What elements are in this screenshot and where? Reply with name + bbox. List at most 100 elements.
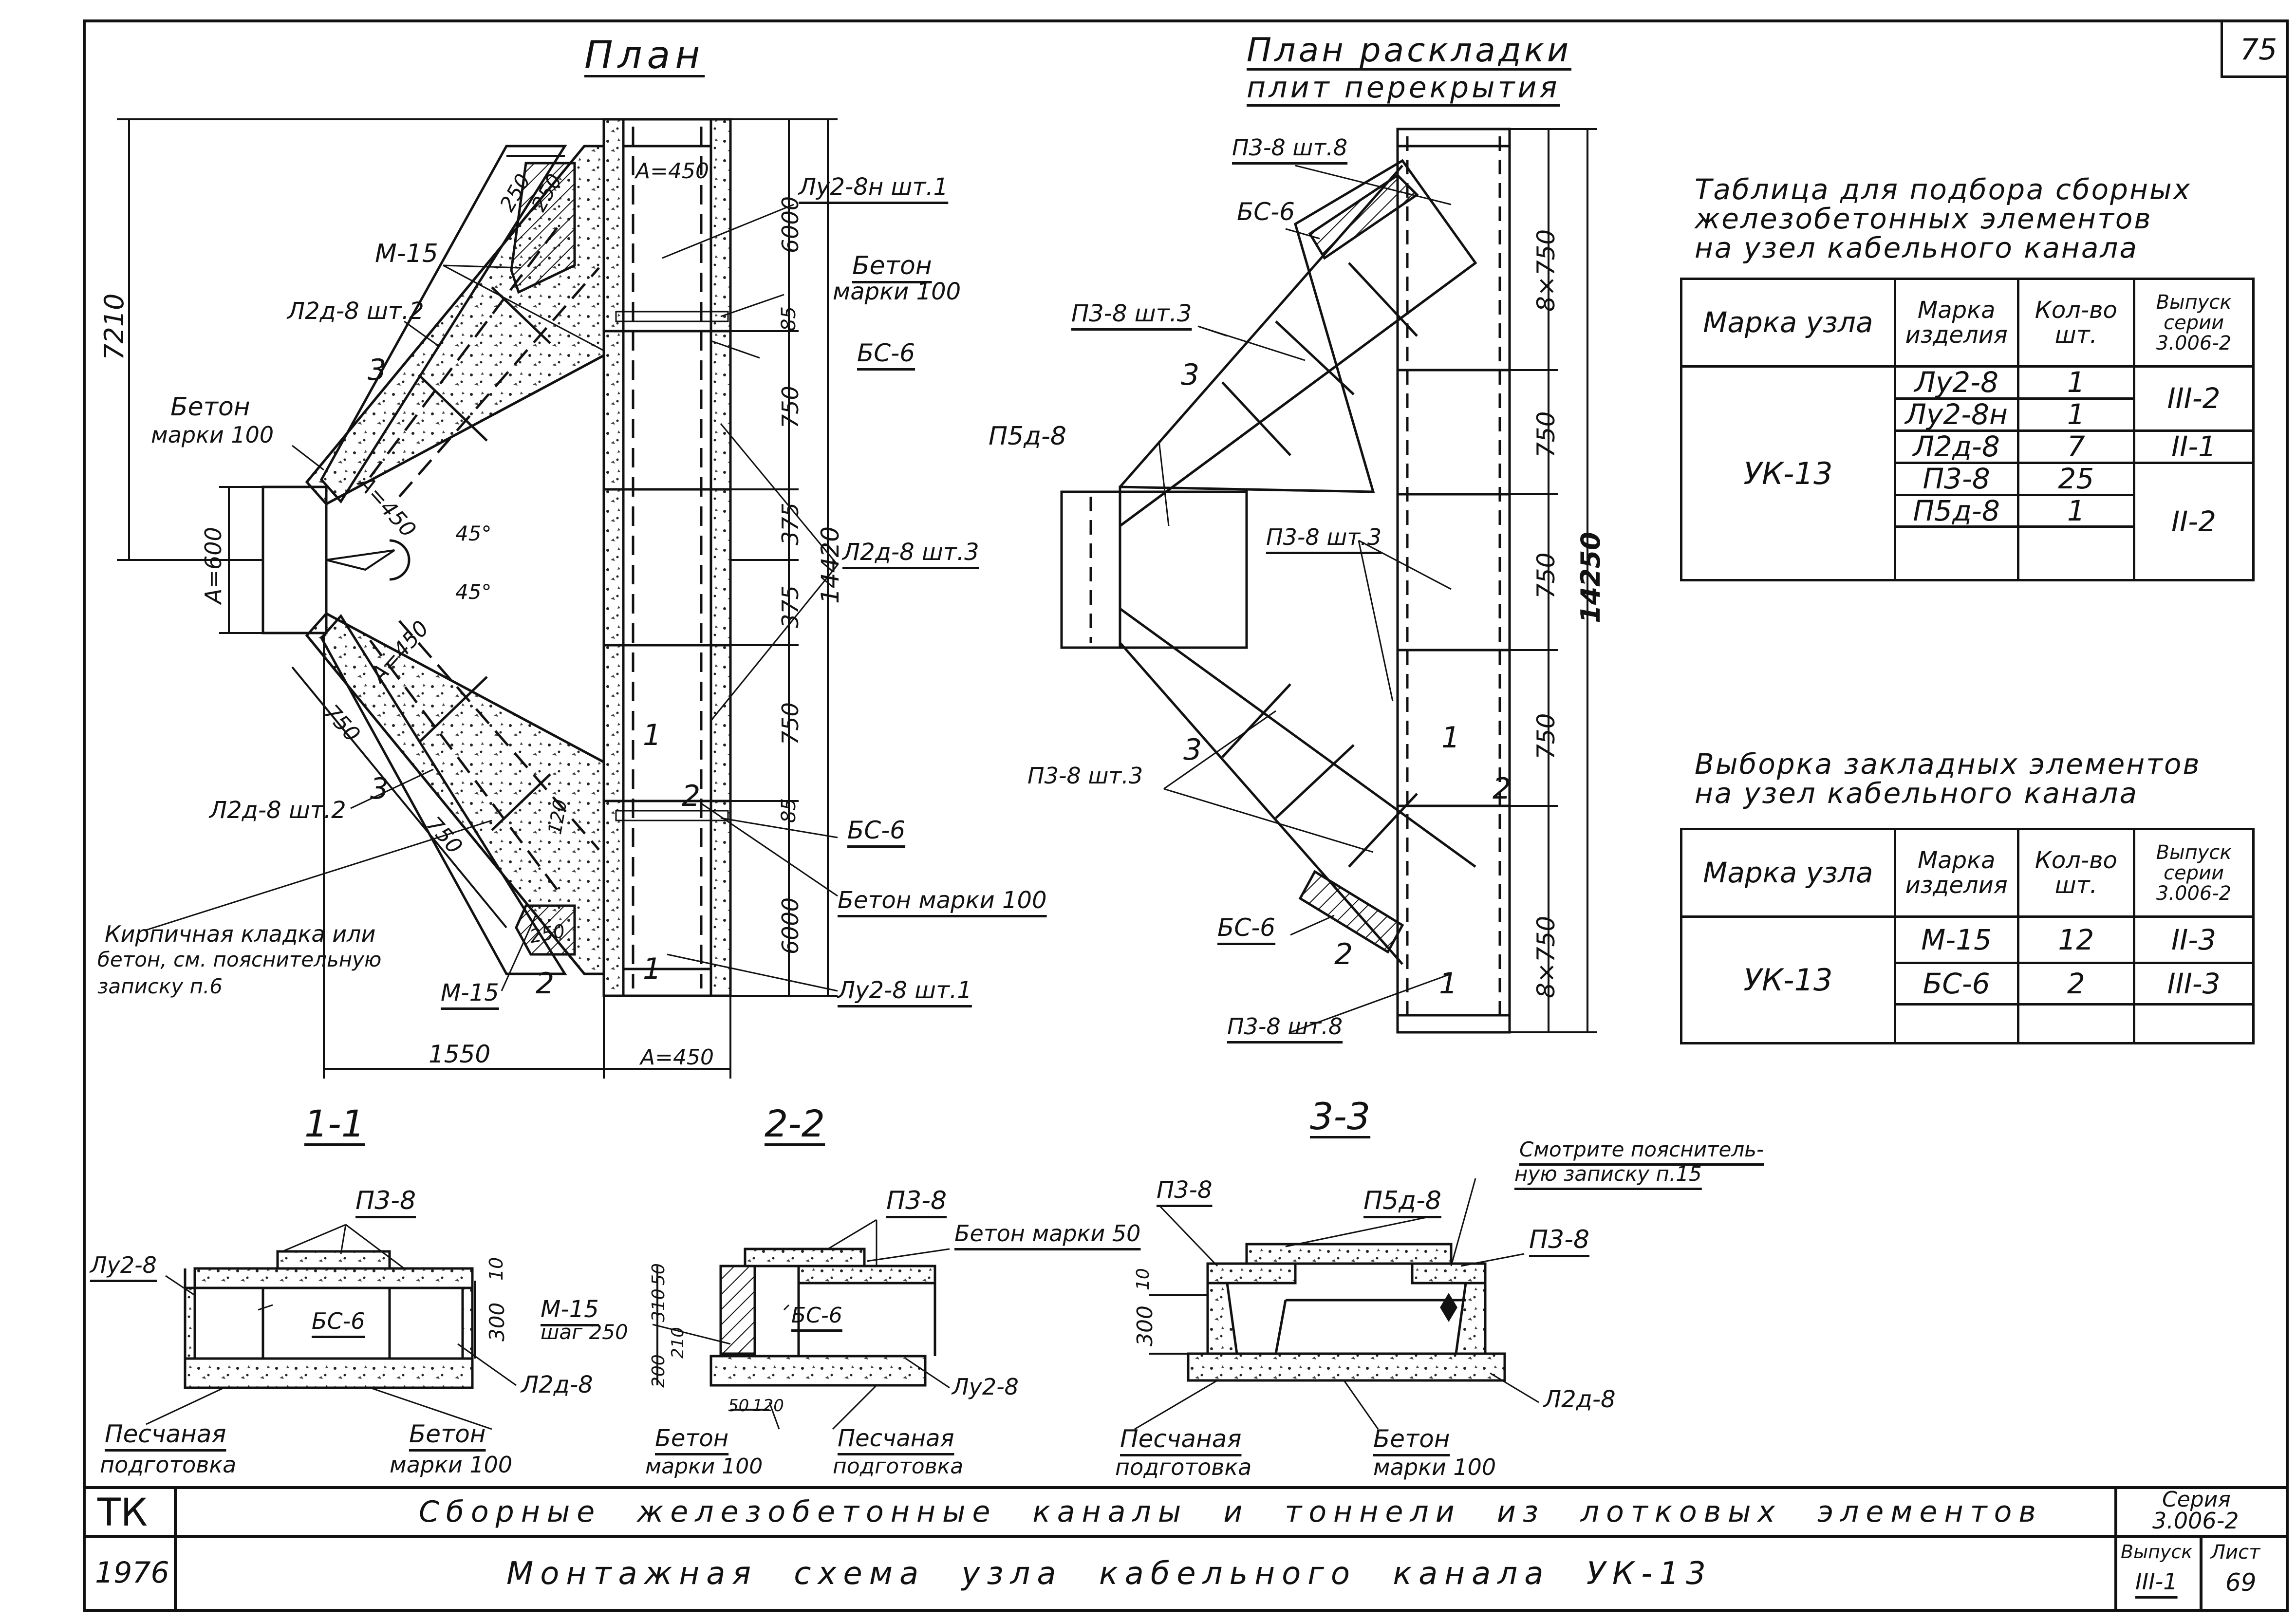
section-3-3-dim-10: 10 [1133,1268,1153,1290]
table1-item-3: П3-8 [1893,461,2019,496]
plan-label-kirp-1: Кирпичная кладка или [105,921,376,947]
section-1-1-sand-2: подготовка [100,1452,237,1478]
plan-dim-a450-top: A=450 [635,159,709,184]
table2-title-2: на узел кабельного канала [1695,777,2138,810]
plan-dim-6000-top: 6000 [777,196,803,253]
plan-label-beton-left-2: марки 100 [151,422,274,448]
layout-label-p38-3a: П3-8 шт.3 [1071,300,1192,327]
section-3-3-p38-right: П3-8 [1529,1225,1590,1254]
layout-label-p38-3c: П3-8 шт.3 [1027,763,1143,789]
section-2-2-dim-210: 210 [668,1327,688,1359]
title-block-sheet-value: 69 [2225,1568,2257,1597]
layout-main-channel [1396,128,1511,1034]
section-3-3-dim-300: 300 [1133,1305,1157,1346]
table1-title-3: на узел кабельного канала [1695,231,2138,264]
section-1-1-drawing [184,1250,476,1389]
section-2-2-dim-200: 200 [649,1354,669,1388]
table1-header-node: Марка узла [1680,278,1896,368]
table1-title-2: железобетонных элементов [1695,202,2152,235]
section-3-3-p5d8: П5д-8 [1363,1186,1441,1215]
sheet-number-box [2221,19,2289,78]
layout-label-bs6-top: БС-6 [1237,198,1295,226]
table2-empty-item [1893,1003,2019,1044]
table2-qty-1: 2 [2016,962,2136,1006]
layout-section-mark-3a: 3 [1181,358,1200,392]
table1-empty-item [1893,525,2019,582]
table1-issue-0: III-2 [2133,365,2255,432]
layout-dimensions [1510,128,1597,1033]
table2-issue-0: II-3 [2133,915,2255,964]
plan-section-mark-3b: 3 [370,772,389,806]
drawing-frame [83,19,2289,1612]
plan-label-beton-right-1: Бетон [852,251,932,280]
plan-dim-a600: A=600 [200,527,226,604]
layout-lower-branch [1119,607,1476,965]
title-block-issue-label: Выпуск [2121,1541,2193,1563]
section-1-1-lu28: Лу2-8 [90,1252,157,1278]
table1-qty-0: 1 [2016,365,2136,400]
table2-item-0: М-15 [1893,915,2019,964]
title-block-line1: Сборные железобетонные каналы и тоннели … [419,1495,2043,1529]
section-3-3-p38-left: П3-8 [1157,1176,1213,1204]
table2-empty-issue [2133,1003,2255,1044]
table1-qty-4: 1 [2016,493,2136,528]
plan-label-lu2-8n: Лу2-8н шт.1 [799,173,949,201]
plan-dim-120: 120 [544,798,571,837]
table1-item-4: П5д-8 [1893,493,2019,528]
plan-label-m15-bot: М-15 [441,979,499,1006]
layout-label-p38-bot: П3-8 шт.8 [1227,1013,1343,1040]
layout-dim-750-3: 750 [1532,713,1560,760]
title-block-tk: ТК [97,1491,148,1535]
title-block-sheet-label: Лист [2211,1541,2260,1564]
table1-item-1: Лу2-8н [1893,397,2019,432]
plan-dim-85-bot: 85 [778,798,800,823]
plan-title: План [584,34,705,77]
section-3-3-sand-2: подготовка [1115,1454,1252,1480]
section-2-2-dim-120: 120 [752,1396,784,1416]
plan-dim-a450-bot: A=450 [640,1045,714,1070]
section-2-2-dim-50b: 50 [728,1396,749,1416]
layout-label-p38-3b: П3-8 шт.3 [1266,524,1382,550]
layout-section-mark-3b: 3 [1183,733,1202,767]
plan-upper-branch [305,145,605,506]
table1-qty-2: 7 [2016,429,2136,464]
plan-angle-2: 45° [455,580,492,604]
title-block-line2: Монтажная схема узла кабельного канала У… [506,1556,1713,1592]
layout-label-p38-top: П3-8 шт.8 [1232,134,1348,161]
section-3-3-beton-1: Бетон [1373,1425,1450,1453]
section-1-1-beton-2: марки 100 [390,1452,513,1478]
plan-label-lu2-8: Лу2-8 шт.1 [838,977,972,1004]
plan-section-mark-2a: 2 [682,779,701,813]
layout-upper-branch [1119,159,1477,528]
table1-header-item: Марка изделия [1893,278,2019,368]
section-2-2-lu28: Лу2-8 [952,1374,1019,1400]
section-1-1-title: 1-1 [304,1102,365,1145]
plan-label-beton-m100-bot: Бетон марки 100 [838,887,1047,914]
plan-label-l2d8-right: Л2д-8 шт.3 [842,539,979,566]
table1-empty-qty [2016,525,2136,582]
plan-section-mark-1b: 1 [643,952,662,986]
section-2-2-dim-310: 310 [649,1288,669,1322]
layout-dim-8x750-top: 8×750 [1532,229,1560,312]
section-2-2-beton-2: марки 100 [645,1454,763,1479]
layout-plan-title-2: плит перекрытия [1247,71,1560,105]
table1-qty-3: 25 [2016,461,2136,496]
layout-label-p5d8: П5д-8 [989,422,1066,451]
table2-header-item: Марка изделия [1893,828,2019,918]
plan-label-bs6-bot: БС-6 [847,816,906,844]
section-2-2-beton50: Бетон марки 50 [954,1220,1141,1247]
table1-node: УК-13 [1680,365,1896,582]
plan-section-mark-3a: 3 [368,353,387,387]
plan-label-beton-right-2: марки 100 [833,278,961,305]
plan-angle-1: 45° [455,522,492,545]
section-2-2-sand-1: Песчаная [838,1425,954,1452]
layout-label-bs6-bot: БС-6 [1217,913,1276,942]
table2: Марка узла Марка изделия Кол-во шт. Выпу… [1680,828,2255,1044]
table1-issue-2: II-1 [2133,429,2255,464]
section-1-1-l2d8: Л2д-8 [521,1371,593,1398]
table1-header-issue: Выпуск серии 3.006-2 [2133,278,2255,368]
plan-dim-375-2: 375 [777,585,803,628]
plan-dim-1550: 1550 [429,1040,491,1068]
plan-dim-14420: 14420 [816,526,844,604]
table2-node: УК-13 [1680,915,1896,1044]
